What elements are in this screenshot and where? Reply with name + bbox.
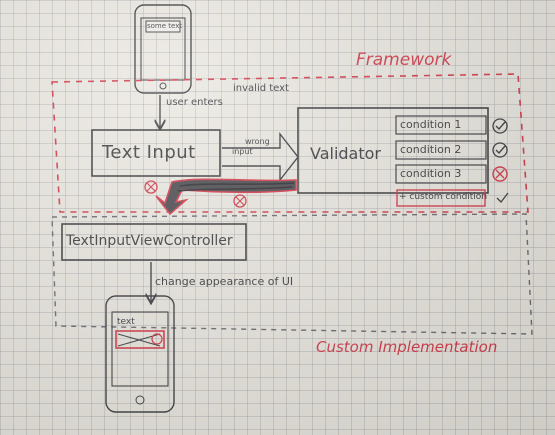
framework-label: Framework (356, 50, 452, 70)
controller-label: TextInputViewController (66, 233, 233, 249)
user-action-label: user enters (166, 97, 223, 108)
cross-icon (492, 166, 508, 182)
check-icon (492, 118, 508, 134)
wrong-input-line1: wrong (245, 137, 270, 146)
check-icon (496, 192, 509, 203)
framework-region (51, 73, 529, 213)
text-input-label: Text Input (102, 142, 196, 163)
custom-region (51, 213, 533, 335)
text-input-box (91, 129, 221, 177)
validator-box (297, 107, 489, 194)
check-icon (492, 142, 508, 158)
validator-label: Validator (310, 144, 381, 163)
top-phone-text: some text (147, 22, 183, 30)
condition-1-label: condition 1 (400, 118, 462, 131)
cross-icon (144, 180, 158, 194)
wrong-input-line2: input (232, 147, 253, 156)
change-appearance-label: change appearance of UI (155, 275, 294, 288)
cross-icon (233, 194, 247, 208)
controller-box (61, 223, 247, 261)
bottom-phone-sketch (105, 295, 175, 413)
condition-3-label: condition 3 (400, 167, 462, 180)
condition-2-label: condition 2 (400, 143, 462, 156)
feedback-arrow (155, 178, 297, 216)
custom-implementation-label: Custom Implementation (316, 338, 498, 356)
custom-condition-label: + custom condition (399, 192, 488, 202)
bottom-phone-text: text (117, 317, 135, 327)
user-action-value: invalid text (233, 83, 289, 94)
